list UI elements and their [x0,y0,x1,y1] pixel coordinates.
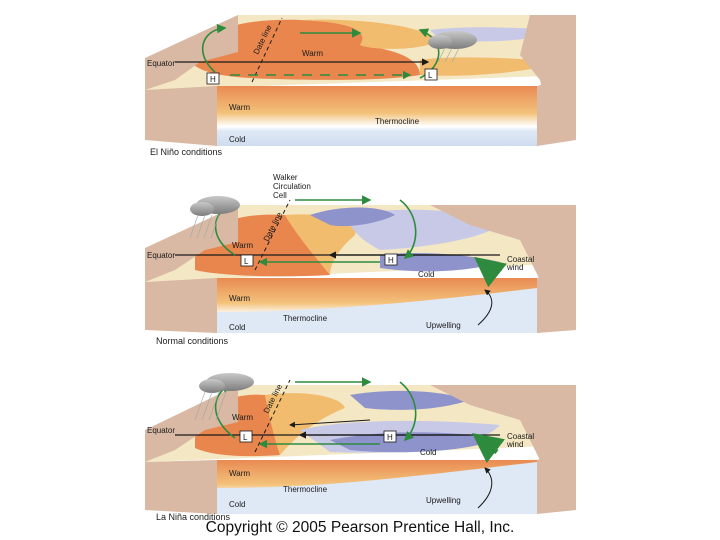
walker-cell-label-line3: Cell [273,191,287,200]
section-warm-label: Warm [229,103,250,112]
equator-label: Equator [147,426,175,435]
panel-el-nino: Equator Date line Warm H L Warm Thermocl… [145,15,576,157]
low-pressure-label: L [243,433,248,442]
high-pressure-label: H [388,256,394,265]
panel-la-nina: Equator Date line Warm L H Cold Coastal … [145,373,576,522]
warm-surface-label: Warm [302,49,323,58]
thermocline-label: Thermocline [283,485,328,494]
equator-label: Equator [147,59,175,68]
upwelling-label: Upwelling [426,496,461,505]
panel-normal: Walker Circulation Cell Equator Date lin… [145,173,576,346]
copyright-notice: Copyright © 2005 Pearson Prentice Hall, … [0,519,720,537]
ocean-cross-section [217,86,537,146]
section-side-west [145,278,217,333]
coastal-wind-label-line2: wind [506,440,523,449]
cold-surface-label: Cold [420,448,436,457]
low-pressure-label: L [428,71,433,80]
panel-caption-normal: Normal conditions [156,336,229,346]
section-side-east [537,75,576,146]
thermocline-label: Thermocline [283,314,328,323]
section-cold-label: Cold [229,135,245,144]
walker-cell-label-line2: Circulation [273,182,311,191]
section-cold-label: Cold [229,500,245,509]
section-warm-label: Warm [229,469,250,478]
upwelling-label: Upwelling [426,321,461,330]
thermocline-label: Thermocline [375,117,420,126]
section-cold-label: Cold [229,323,245,332]
warm-surface-label: Warm [232,413,253,422]
high-pressure-label: H [210,75,216,84]
high-pressure-label: H [387,433,393,442]
section-side-west [145,460,217,514]
equator-label: Equator [147,251,175,260]
panel-caption-el-nino: El Niño conditions [150,147,223,157]
section-side-west [145,86,217,146]
warm-surface-label: Warm [232,241,253,250]
coastal-wind-label-line2: wind [506,263,523,272]
walker-cell-label-line1: Walker [273,173,298,182]
low-pressure-label: L [244,257,249,266]
cold-surface-label: Cold [418,270,434,279]
section-warm-label: Warm [229,294,250,303]
